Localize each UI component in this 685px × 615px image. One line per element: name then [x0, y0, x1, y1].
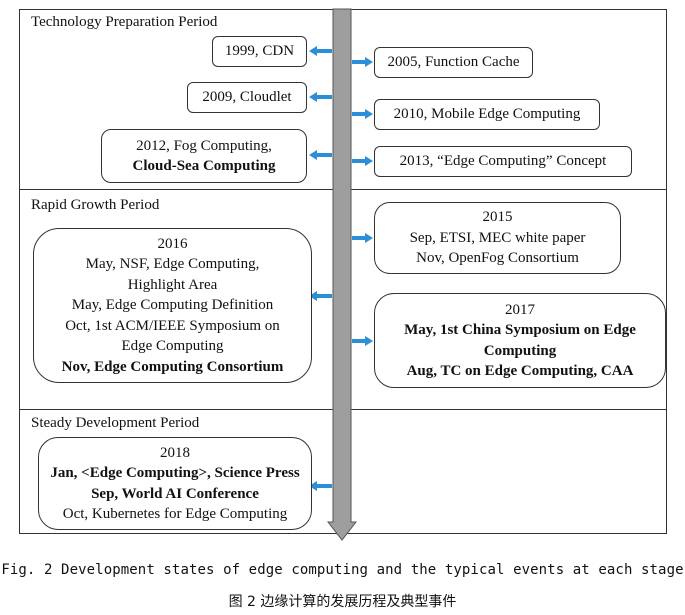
event-line: Jan, <Edge Computing>, Science Press	[50, 465, 300, 481]
event-line: 2010, Mobile Edge Computing	[393, 106, 581, 123]
event-line: 2018	[160, 444, 190, 461]
event-line: 2005, Function Cache	[387, 54, 520, 71]
event-line: 2016	[157, 235, 188, 252]
event-line: 2009, Cloudlet	[202, 89, 292, 106]
event-box-cdn: 1999, CDN	[212, 36, 307, 67]
connector-arrow-right	[352, 57, 373, 67]
connector-arrow-right	[352, 336, 373, 346]
event-box-edge-computing-concept: 2013, “Edge Computing” Concept	[374, 146, 632, 177]
event-box-function-cache: 2005, Function Cache	[374, 47, 533, 78]
timeline-arrow	[326, 8, 358, 541]
event-line: 2015	[482, 209, 513, 226]
event-line: May, 1st China Symposium on Edge	[404, 322, 636, 338]
event-line: Sep, ETSI, MEC white paper	[409, 229, 586, 246]
connector-arrow-left	[309, 291, 332, 301]
event-line: 2013, “Edge Computing” Concept	[399, 153, 607, 170]
event-line: 2012, Fog Computing,	[136, 137, 272, 154]
event-line: Nov, OpenFog Consortium	[416, 250, 579, 267]
event-line: Aug, TC on Edge Computing, CAA	[406, 363, 634, 379]
figure-caption-chinese: 图 2 边缘计算的发展历程及典型事件	[228, 594, 457, 610]
connector-arrow-left	[309, 92, 332, 102]
event-box-mobile-edge-computing: 2010, Mobile Edge Computing	[374, 99, 600, 130]
event-line: Edge Computing	[121, 338, 224, 355]
event-box-fog-computing: 2012, Fog Computing, Cloud-Sea Computing	[101, 129, 307, 183]
connector-arrow-left	[309, 150, 332, 160]
period-label-steady: Steady Development Period	[31, 415, 200, 431]
event-line: Sep, World AI Conference	[91, 485, 259, 502]
connector-arrow-right	[352, 233, 373, 243]
event-line: Oct, 1st ACM/IEEE Symposium on	[65, 317, 280, 334]
event-box-cloudlet: 2009, Cloudlet	[187, 82, 307, 113]
period-label-preparation: Technology Preparation Period	[31, 14, 218, 30]
event-line: Cloud-Sea Computing	[132, 158, 276, 174]
event-line: 2017	[505, 301, 535, 318]
connector-arrow-left	[309, 481, 332, 491]
connector-arrow-right	[352, 109, 373, 119]
connector-arrow-right	[352, 156, 373, 166]
period-label-rapid-growth: Rapid Growth Period	[31, 197, 160, 213]
event-line: Highlight Area	[127, 276, 218, 293]
event-line: Oct, Kubernetes for Edge Computing	[62, 506, 288, 522]
event-connectors	[309, 46, 373, 491]
event-line: Nov, Edge Computing Consortium	[61, 358, 284, 375]
figure-caption-english: Fig. 2 Development states of edge comput…	[1, 562, 684, 578]
event-line: 1999, CDN	[224, 43, 295, 60]
event-line: May, Edge Computing Definition	[71, 297, 274, 314]
event-line: Computing	[483, 342, 557, 359]
event-line: May, NSF, Edge Computing,	[85, 256, 260, 273]
connector-arrow-left	[309, 46, 332, 56]
